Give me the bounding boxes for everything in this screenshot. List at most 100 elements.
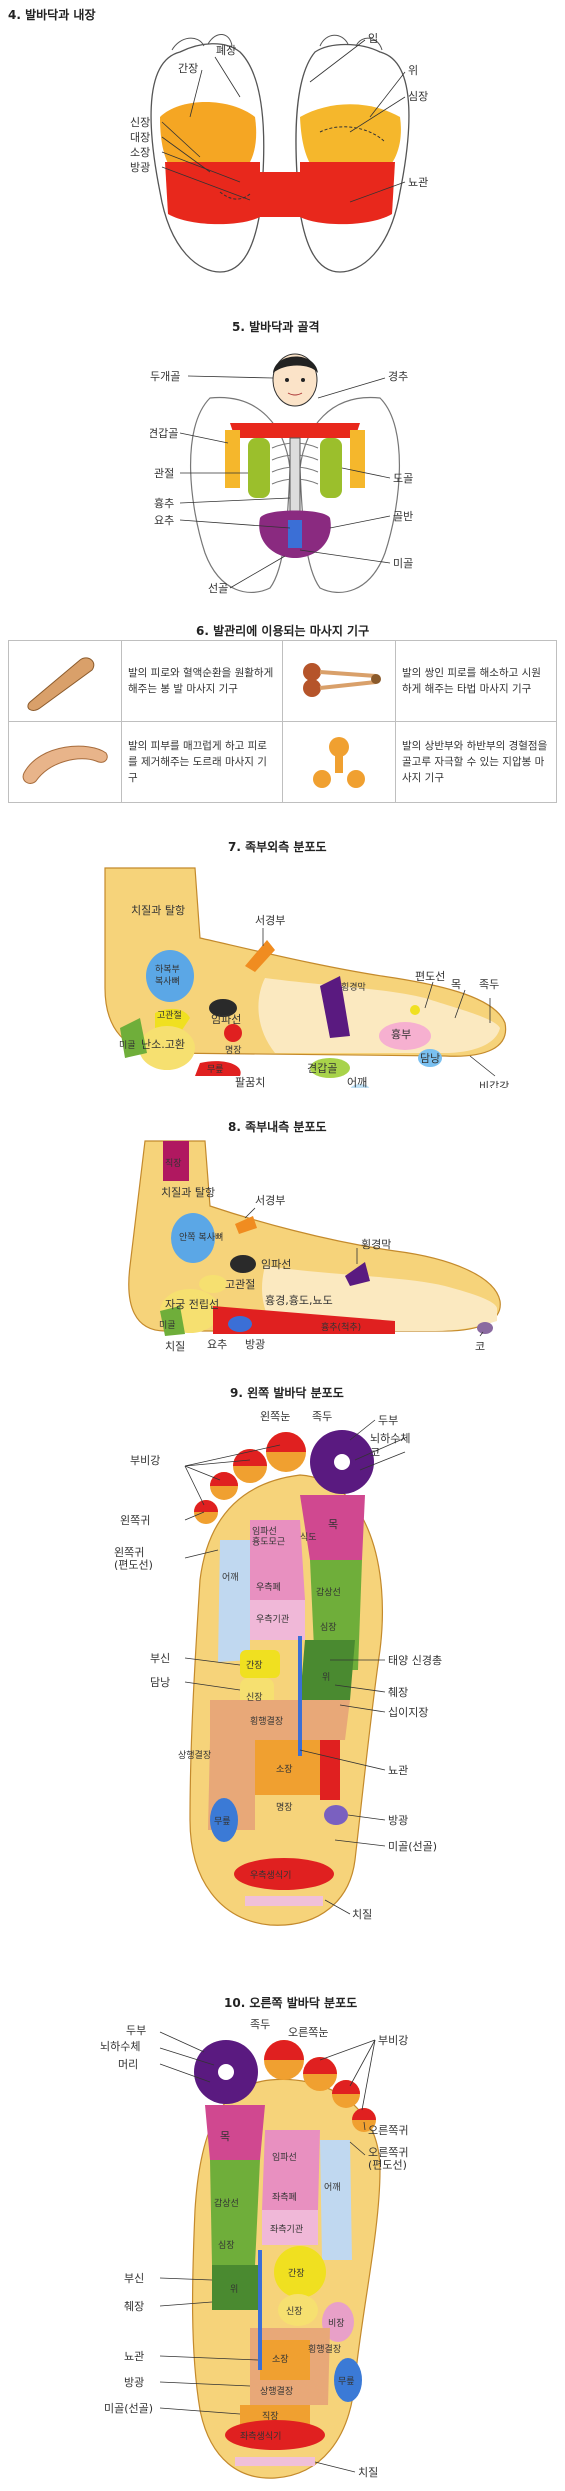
zone-rectum bbox=[163, 1141, 189, 1181]
label-hemorrhoid: 치질과 탈항 bbox=[161, 1186, 215, 1199]
label-sinus: 부비강 bbox=[130, 1454, 160, 1467]
label-head: 족두 bbox=[479, 978, 499, 991]
zone-knee bbox=[210, 1798, 238, 1842]
zone-gall bbox=[418, 1049, 442, 1067]
tool-image-1 bbox=[8, 640, 122, 722]
zone-small-intestine bbox=[255, 1740, 320, 1795]
tool-image-2 bbox=[282, 640, 396, 722]
roller-icon bbox=[22, 745, 108, 784]
label-top: 두부 bbox=[378, 1414, 398, 1427]
colon-zone-left bbox=[165, 162, 260, 225]
tool-image-4 bbox=[282, 721, 396, 803]
label-bladder: 방광 bbox=[388, 1814, 408, 1827]
zone-bladder bbox=[228, 1316, 252, 1332]
label-lymph: 임파선 bbox=[211, 1013, 241, 1026]
label-esophagus: 식도 bbox=[300, 1532, 317, 1543]
zone-stomach bbox=[212, 2265, 260, 2310]
label-coccyx: 미골(선골) bbox=[388, 1840, 437, 1853]
label-skull: 두개골 bbox=[150, 370, 180, 383]
label-rectum: 직장 bbox=[165, 1158, 182, 1169]
zone-sciatic bbox=[235, 1216, 257, 1234]
label-knee: 무릎 bbox=[338, 2376, 355, 2387]
section-title-10: 10. 오른쪽 발바닥 분포도 bbox=[224, 1996, 358, 2010]
label-left-eye: 왼쪽눈 bbox=[260, 1409, 290, 1423]
label-transverse-colon: 횡행결장 bbox=[308, 2343, 341, 2355]
label-lumbar: 요추 bbox=[207, 1338, 227, 1351]
label-pancreas: 췌장 bbox=[388, 1686, 408, 1699]
label-liver: 간장 bbox=[178, 62, 198, 75]
label-rectum: 명장 bbox=[276, 1802, 293, 1813]
zone-chest bbox=[379, 1022, 431, 1050]
zone-liver bbox=[274, 2246, 326, 2298]
label-inner-ankle: 안쪽 복사뼈 bbox=[179, 1231, 223, 1243]
label-coccyx: 미골 bbox=[393, 557, 413, 570]
label-bladder: 방광 bbox=[124, 2376, 144, 2389]
label-pelvis: 골반 bbox=[393, 510, 413, 523]
acupressure-tool-icon bbox=[347, 770, 365, 788]
label-coccyx: 미골(선골) bbox=[104, 2402, 153, 2415]
zone-spleen bbox=[322, 2302, 354, 2342]
zone-lymph bbox=[209, 999, 237, 1017]
label-gall: 담낭 bbox=[150, 1676, 170, 1689]
label-bladder: 방광 bbox=[130, 161, 150, 174]
wooden-stick-icon bbox=[27, 657, 95, 711]
label-right-eye: 오른쪽눈 bbox=[288, 2026, 328, 2039]
label-duodenum: 십이지장 bbox=[388, 1706, 428, 1719]
label-hemorrhoid: 치질과 탈항 bbox=[131, 904, 185, 917]
zone-neck bbox=[300, 1495, 365, 1560]
figure-right-sole: 족두 오른쪽눈 두부 부비강 뇌하수체 머리 오른쪽귀 오른쪽귀(편도선) 목 … bbox=[100, 2018, 408, 2479]
zone-hemorrhoid bbox=[235, 2457, 315, 2466]
label-colon: 대장 bbox=[130, 131, 150, 144]
zone-lung bbox=[250, 1600, 305, 1640]
label-sinus: 부비강 bbox=[378, 2034, 408, 2047]
zone-inner-ankle bbox=[171, 1213, 215, 1263]
label-sciatic: 서경부 bbox=[255, 914, 285, 927]
label-sternum: 도골 bbox=[393, 472, 413, 485]
zone-hip-joint bbox=[199, 1275, 227, 1293]
shoulder-bone bbox=[230, 423, 360, 438]
label-chest: 흉부 bbox=[391, 1027, 411, 1041]
zone-liver bbox=[240, 1650, 280, 1678]
label-hip-joint: 고관절 bbox=[225, 1278, 255, 1291]
label-top: 두부 bbox=[126, 2024, 146, 2037]
label-left-ear-tonsil: 왼쪽귀(편도선) bbox=[114, 1545, 153, 1572]
zone-spine bbox=[213, 1306, 395, 1334]
label-left-lung: 좌측폐 bbox=[272, 2191, 297, 2203]
label-coccyx: 미골 bbox=[159, 1320, 176, 1331]
zone-coccyx bbox=[160, 1306, 185, 1336]
label-thyroid: 갑상선 bbox=[214, 2197, 239, 2209]
label-pituitary: 뇌하수체 bbox=[100, 2039, 140, 2053]
label-small-intestine: 소장 bbox=[276, 1764, 293, 1775]
section-title-7: 7. 족부외측 분포도 bbox=[228, 840, 327, 854]
zone-sex-organ bbox=[225, 2420, 325, 2450]
label-ovary: 난소.고환 bbox=[141, 1038, 185, 1051]
label-gall: 담낭 bbox=[420, 1052, 440, 1065]
label-thoracic: 흉추(척추) bbox=[321, 1321, 361, 1333]
figure-sole-organs: 폐장 입 간장 위 심장 신장 대장 소장 방광 뇨관 bbox=[130, 32, 428, 273]
label-stomach: 위 bbox=[322, 1672, 330, 1683]
label-cervical: 경추 bbox=[388, 370, 408, 383]
label-tonsil: 편도선 bbox=[415, 970, 445, 983]
figure-sole-skeleton: 두개골 경추 견갑골 관절 도골 흉추 요추 골반 미골 선골 bbox=[150, 353, 413, 595]
label-stomach: 위 bbox=[230, 2284, 238, 2295]
zone-lymph bbox=[230, 1255, 256, 1273]
label-lymph: 임파선 bbox=[272, 2151, 297, 2163]
label-neck: 목 bbox=[220, 2130, 230, 2143]
scapula-left bbox=[248, 438, 270, 498]
label-spleen: 비장 bbox=[328, 2318, 345, 2329]
zone-bladder bbox=[324, 1805, 348, 1825]
label-nose: 코 bbox=[370, 1446, 380, 1459]
label-shoulder: 어깨 bbox=[222, 1571, 239, 1583]
label-lower-belly: 하복부 bbox=[155, 964, 180, 975]
label-head: 족두 bbox=[250, 2018, 270, 2031]
label-knee: 무릎 bbox=[214, 1816, 231, 1827]
label-adrenal: 부신 bbox=[150, 1652, 170, 1665]
label-solar-plexus: 태양 신경총 bbox=[388, 1654, 442, 1667]
zone-stomach bbox=[300, 1640, 355, 1700]
label-knee: 고관절 bbox=[157, 1009, 182, 1021]
zone-neck bbox=[205, 2105, 265, 2160]
zone-nose bbox=[477, 1322, 493, 1334]
label-ureter: 뇨관 bbox=[124, 2350, 144, 2363]
section-title-6: 6. 발관리에 이용되는 마사지 기구 bbox=[196, 624, 370, 638]
